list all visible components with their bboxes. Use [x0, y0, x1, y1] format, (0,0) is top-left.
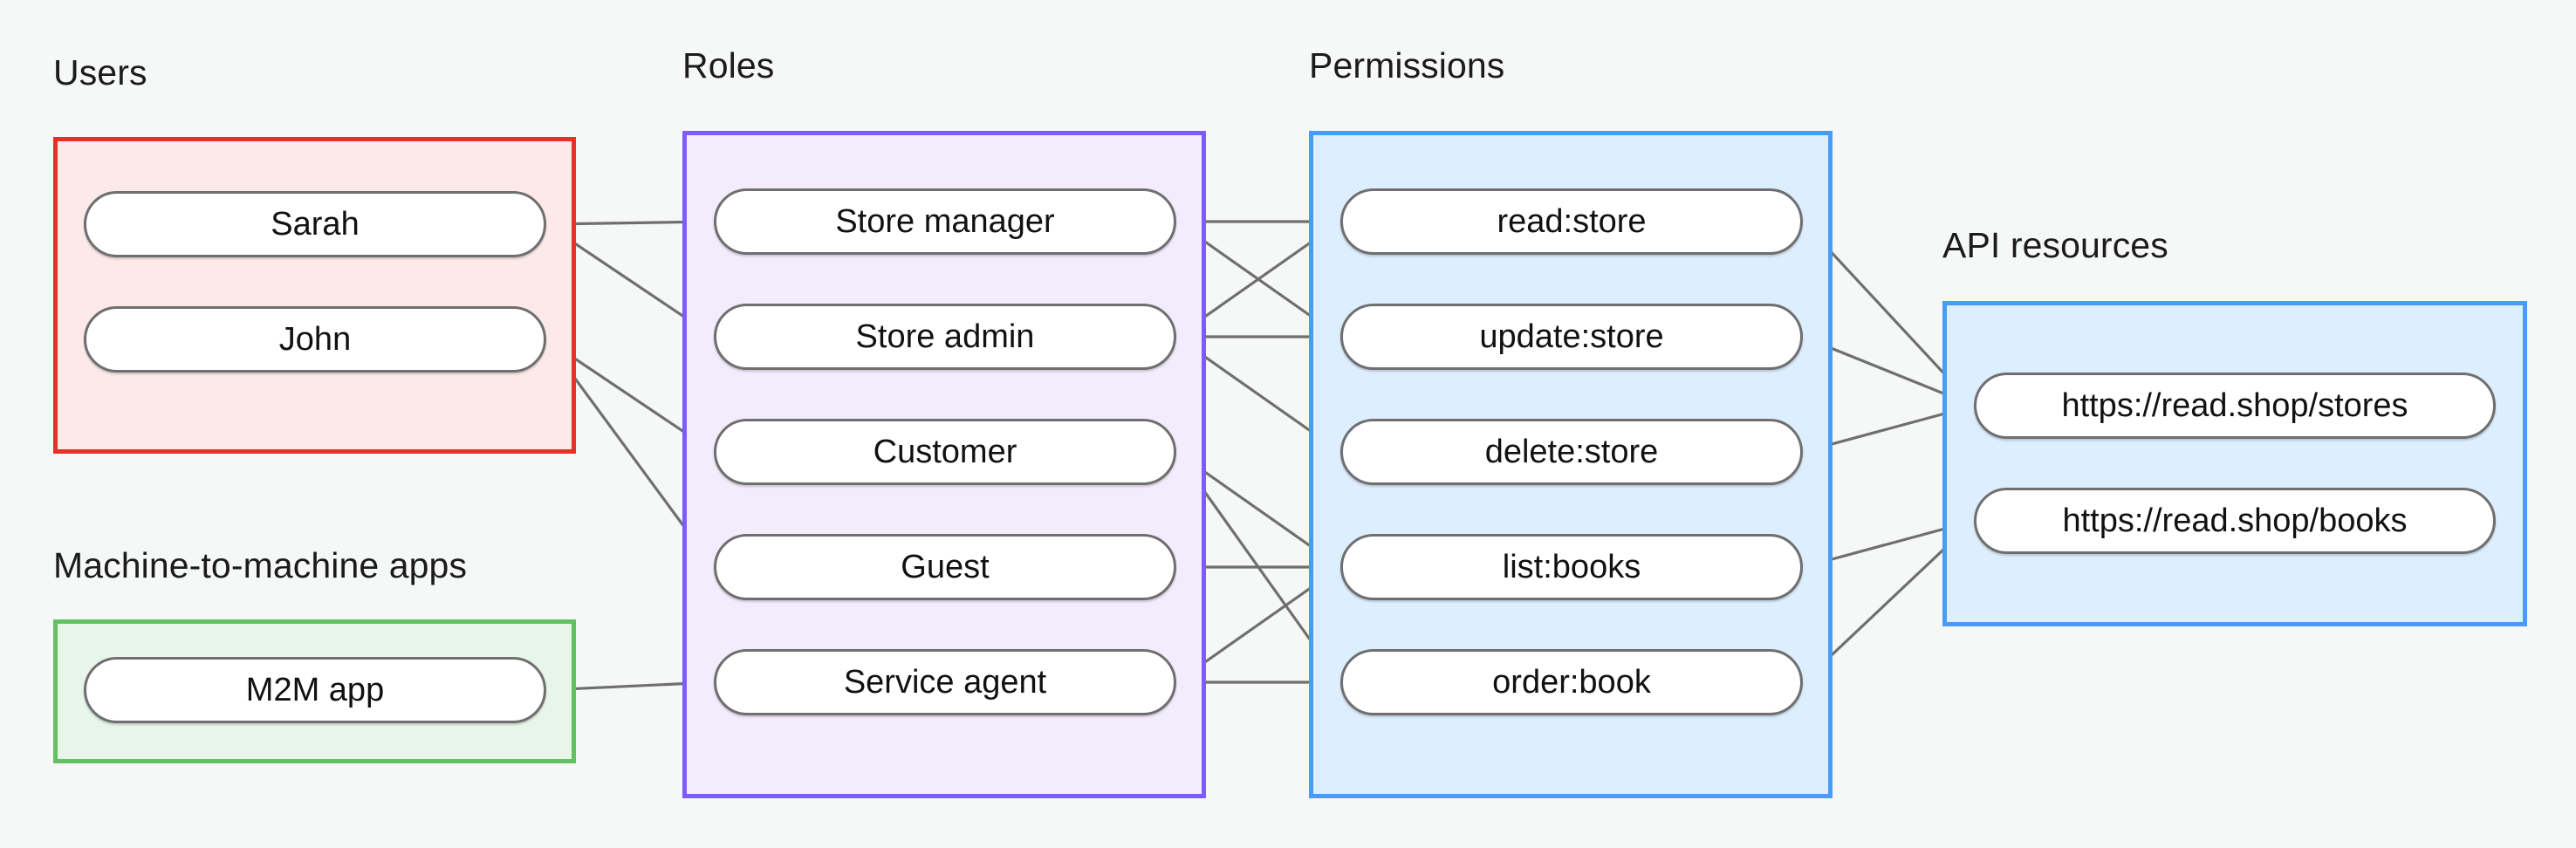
node-permission-delete-store[interactable]: delete:store — [1340, 419, 1803, 485]
node-role-service-agent[interactable]: Service agent — [714, 649, 1176, 715]
node-label: Customer — [873, 433, 1017, 470]
node-label: M2M app — [245, 671, 385, 708]
node-label: Guest — [901, 548, 990, 585]
node-role-store-admin[interactable]: Store admin — [714, 304, 1176, 370]
node-label: Sarah — [271, 205, 360, 243]
group-users — [53, 137, 576, 454]
node-role-customer[interactable]: Customer — [714, 419, 1176, 485]
group-label-permissions: Permissions — [1309, 45, 1505, 85]
node-label: list:books — [1502, 548, 1641, 585]
node-label: Service agent — [843, 663, 1047, 701]
node-label: https://read.shop/books — [2062, 502, 2408, 539]
node-api-resource-books[interactable]: https://read.shop/books — [1974, 488, 2496, 554]
node-api-resource-stores[interactable]: https://read.shop/stores — [1974, 373, 2496, 439]
node-user-sarah[interactable]: Sarah — [84, 191, 546, 257]
node-label: Store manager — [835, 202, 1055, 240]
node-label: John — [278, 320, 352, 358]
group-label-roles: Roles — [682, 45, 775, 85]
group-api-resources — [1942, 301, 2527, 626]
node-user-john[interactable]: John — [84, 306, 546, 373]
node-permission-order-book[interactable]: order:book — [1340, 649, 1803, 715]
node-permission-read-store[interactable]: read:store — [1340, 188, 1803, 255]
group-label-users: Users — [53, 52, 147, 92]
node-label: order:book — [1492, 663, 1651, 701]
node-permission-list-books[interactable]: list:books — [1340, 534, 1803, 600]
node-label: read:store — [1497, 202, 1647, 240]
group-label-m2m: Machine-to-machine apps — [53, 545, 468, 585]
node-m2m-app[interactable]: M2M app — [84, 657, 546, 723]
node-permission-update-store[interactable]: update:store — [1340, 304, 1803, 370]
node-role-store-manager[interactable]: Store manager — [714, 188, 1176, 255]
node-label: https://read.shop/stores — [2061, 386, 2408, 424]
node-label: update:store — [1479, 318, 1664, 355]
node-role-guest[interactable]: Guest — [714, 534, 1176, 600]
node-label: Store admin — [855, 318, 1035, 355]
group-label-api-resources: API resources — [1942, 225, 2168, 265]
node-label: delete:store — [1484, 433, 1659, 470]
